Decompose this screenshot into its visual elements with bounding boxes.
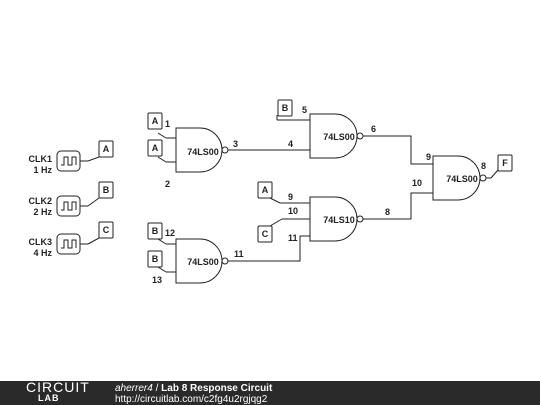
logo-text-bottom: LAB xyxy=(38,393,60,403)
net-label: C xyxy=(262,229,269,239)
chip-label-gate-2: 74LS00 xyxy=(187,257,219,267)
nand-gate-5 xyxy=(422,154,513,201)
footer-bar: CIRCUIT LAB aherrer4 / Lab 8 Response Ci… xyxy=(0,379,540,405)
nand-gate-1 xyxy=(147,112,229,173)
circuit-title: Lab 8 Response Circuit xyxy=(161,383,273,394)
pin-number: 8 xyxy=(481,161,486,171)
clock-name: CLK1 xyxy=(28,154,52,164)
pin-number: 9 xyxy=(426,152,431,162)
chip-label-gate-1: 74LS00 xyxy=(187,147,219,157)
pin-number: 3 xyxy=(233,139,238,149)
net-label: C xyxy=(103,225,110,235)
pin-number: 9 xyxy=(288,192,293,202)
chip-label-gate-5: 74LS00 xyxy=(446,174,478,184)
title-separator: / xyxy=(152,383,162,394)
net-label: B xyxy=(152,254,159,264)
clock-source-1 xyxy=(56,140,114,172)
net-label: A xyxy=(103,144,110,154)
pin-number: 10 xyxy=(412,178,422,188)
net-label: A xyxy=(152,116,159,126)
net-label: A xyxy=(262,185,269,195)
pin-number: 13 xyxy=(152,275,162,285)
net-label: F xyxy=(502,158,508,168)
pin-number: 2 xyxy=(165,179,170,189)
clock-name: CLK3 xyxy=(28,237,52,247)
pin-number: 11 xyxy=(234,249,244,259)
clock-frequency: 4 Hz xyxy=(33,248,52,258)
pin-number: 1 xyxy=(165,119,170,129)
nand-gate-4 xyxy=(257,181,364,243)
circuitlab-logo[interactable]: CIRCUIT LAB xyxy=(26,379,96,404)
circuit-url[interactable]: http://circuitlab.com/c2fg4u2rgjqg2 xyxy=(115,394,268,405)
net-label: A xyxy=(152,143,159,153)
chip-label-gate-4: 74LS10 xyxy=(323,215,355,225)
clock-frequency: 1 Hz xyxy=(33,165,52,175)
pin-number: 11 xyxy=(288,233,298,243)
clock-name: CLK2 xyxy=(28,196,52,206)
net-label: B xyxy=(152,226,159,236)
author-name[interactable]: aherrer4 xyxy=(115,383,153,394)
net-label: B xyxy=(103,185,110,195)
pin-number: 12 xyxy=(165,228,175,238)
pin-number: 8 xyxy=(385,207,390,217)
chip-label-gate-3: 74LS00 xyxy=(323,132,355,142)
clock-source-3 xyxy=(56,221,114,255)
pin-number: 6 xyxy=(371,124,376,134)
circuit-info: aherrer4 / Lab 8 Response Circuit http:/… xyxy=(115,383,272,405)
logo-text-top: CIRCUIT xyxy=(26,379,90,395)
pin-number: 10 xyxy=(288,206,298,216)
net-label: B xyxy=(282,103,289,113)
clock-frequency: 2 Hz xyxy=(33,207,52,217)
clock-source-2 xyxy=(56,181,114,217)
circuit-diagram: 74LS00 74LS00 74LS00 74LS10 74LS00 1 2 3… xyxy=(28,99,513,285)
nand-gate-2 xyxy=(147,222,229,284)
pin-number: 5 xyxy=(302,105,307,115)
wires xyxy=(228,135,422,262)
pin-number: 4 xyxy=(288,139,293,149)
nand-gate-3 xyxy=(276,99,364,159)
